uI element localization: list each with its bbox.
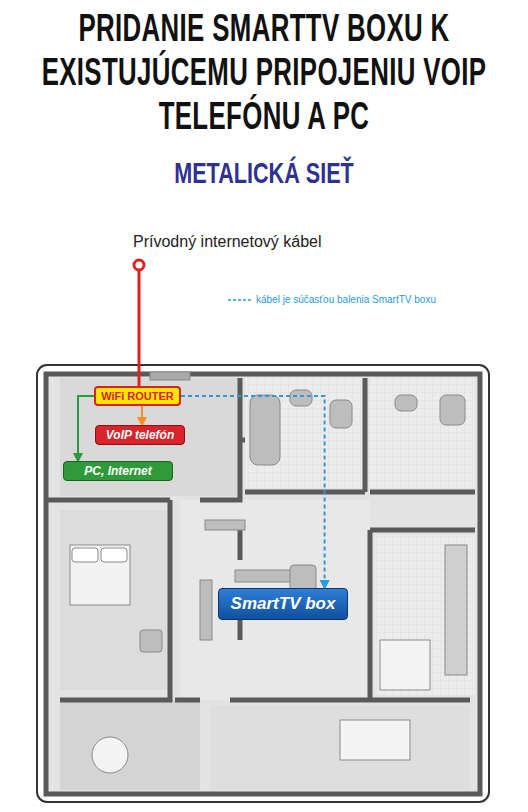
- plan-frame: [37, 365, 489, 802]
- node-text: VoIP telefón: [106, 428, 174, 442]
- plan-furniture: [70, 372, 467, 773]
- legend-line: [228, 299, 252, 301]
- pc-box: PC, Internet: [63, 461, 173, 481]
- node-text: SmartTV box: [231, 594, 336, 614]
- legend-text: kábel je súčasťou balenia SmartTV boxu: [256, 294, 436, 305]
- cable-label: Prívodný internetový kábel: [133, 233, 322, 251]
- subtitle: METALICKÁ SIEŤ: [74, 156, 454, 190]
- router-box: WiFi ROUTER: [94, 386, 181, 406]
- cable-connector: [78, 396, 94, 461]
- plan-rooms: [46, 374, 480, 794]
- cable-connector: [181, 396, 325, 588]
- node-text: WiFi ROUTER: [101, 390, 174, 402]
- plan-walls: [46, 374, 480, 794]
- cable-connector: [141, 406, 143, 425]
- node-text: PC, Internet: [84, 464, 151, 478]
- voip-box: VoIP telefón: [95, 425, 185, 445]
- title: PRIDANIE SMARTTV BOXU K EXISTUJÚCEMU PRI…: [26, 6, 502, 138]
- internet-cable: [134, 260, 144, 387]
- smarttv-box: SmartTV box: [218, 588, 348, 620]
